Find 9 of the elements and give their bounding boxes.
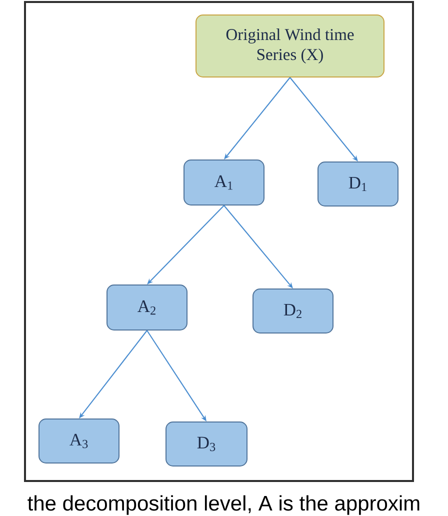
rounded-box: D$_{2}$ [252, 288, 334, 334]
arrow [147, 205, 224, 284]
rounded-box: D$_{1}$ [318, 162, 398, 206]
rounded-box: D$_{3}$ [166, 422, 248, 466]
rounded-box: A$_{1}$ [184, 160, 264, 206]
rounded-box: Original Wind time Series (X) [196, 14, 384, 78]
rounded-box: A$_{2}$ [106, 284, 188, 330]
caption-text: the decomposition level, A is the approxim [28, 495, 420, 515]
rounded-box: A$_{3}$ [38, 418, 120, 464]
